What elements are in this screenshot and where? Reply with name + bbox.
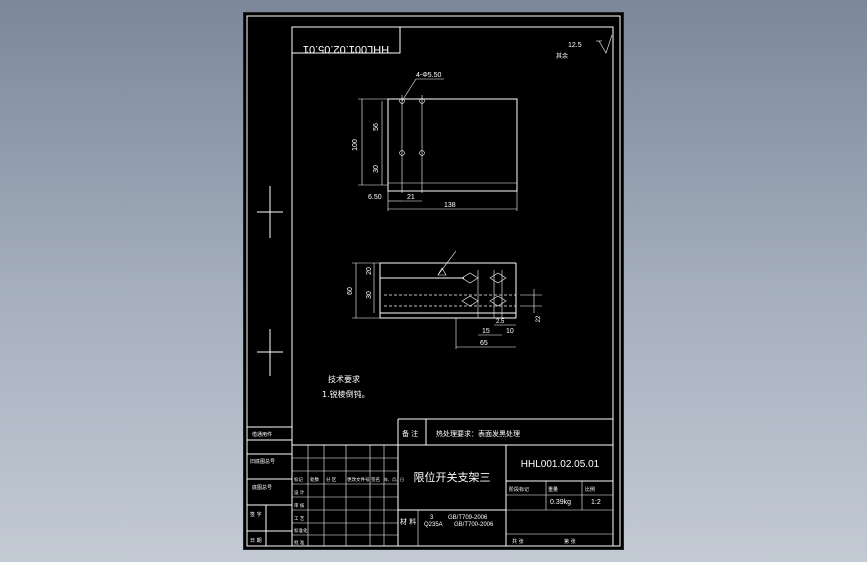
left-cell-2: 旧底图总号 — [250, 458, 275, 465]
dim-60: 60 — [347, 287, 354, 295]
dim-21: 21 — [407, 194, 415, 201]
front-view: 60 20 30 22 2.5 15 10 65 — [347, 250, 542, 349]
title-block: 借通用件 旧底图总号 底图总号 签 字 日 期 备 注 热处理要求：表面发黑处理… — [247, 418, 613, 546]
sheet-no: 第 张 — [564, 538, 576, 545]
grid-label-date: 年、月、日 — [384, 476, 404, 482]
scale-value: 1:2 — [591, 499, 601, 506]
left-cell-1: 借通用件 — [252, 431, 272, 438]
dim-65: 65 — [480, 340, 488, 347]
grid-label-approve: 批 准 — [294, 539, 305, 546]
dim-15: 15 — [482, 328, 490, 335]
material-std2: GB/T700-2006 — [454, 522, 494, 528]
inner-frame — [291, 26, 614, 547]
dim-10: 10 — [506, 328, 514, 335]
left-cell-3: 底图总号 — [252, 484, 272, 491]
left-cell-5: 日 期 — [250, 538, 262, 544]
dim-100: 100 — [352, 139, 359, 151]
dim-30: 30 — [373, 165, 380, 173]
grid-label-design: 设 计 — [294, 489, 305, 496]
part-name: 限位开关支架三 — [414, 470, 491, 484]
roughness-symbol: 12.5 其余 — [556, 34, 613, 60]
weight-value: 0.39kg — [550, 499, 571, 506]
remark-label: 备 注 — [402, 429, 418, 438]
dim-2-5: 2.5 — [496, 319, 505, 325]
material-qty: 3 — [430, 515, 434, 521]
left-cell-4: 签 字 — [250, 511, 262, 518]
dim-56: 56 — [373, 123, 380, 131]
code-mirrored: HHL001.02.05.01 — [303, 43, 389, 55]
grid-label-std: 标准化 — [294, 527, 308, 534]
sheet-total: 共 张 — [512, 538, 524, 545]
grid-label-sign: 签名 — [371, 476, 380, 483]
center-mark-2 — [257, 329, 283, 376]
grid-label-zone: 分 区 — [326, 476, 337, 483]
grid-label-review: 审 核 — [294, 502, 305, 509]
stage-label: 阶段标记 — [509, 486, 529, 493]
roughness-note: 其余 — [556, 52, 568, 60]
drawing-code: HHL001.02.05.01 — [521, 459, 600, 470]
grid-label-process: 工 艺 — [294, 516, 305, 522]
remark-value: 热处理要求：表面发黑处理 — [436, 429, 520, 438]
code-box — [291, 26, 401, 54]
weight-label: 重量 — [548, 486, 558, 493]
center-mark-1 — [257, 186, 283, 238]
cad-drawing: HHL001.02.05.01 12.5 其余 4-Φ5.50 100 56 — [246, 15, 621, 547]
grid-label-mark: 标记 — [294, 476, 303, 483]
notes-title: 技术要求 — [328, 374, 360, 384]
grid-label-change: 更改文件号 — [347, 476, 370, 483]
dim-20: 20 — [366, 267, 373, 275]
scale-label: 比例 — [585, 486, 595, 493]
roughness-value: 12.5 — [568, 42, 582, 49]
dim-138: 138 — [444, 202, 456, 209]
notes-line: 1.锐棱倒钝。 — [322, 389, 370, 399]
dim-6-50: 6.50 — [368, 194, 382, 201]
grid-label-count: 处数 — [310, 476, 319, 483]
top-view: 4-Φ5.50 100 56 30 6.50 21 138 — [352, 72, 518, 211]
drawing-sheet: HHL001.02.05.01 12.5 其余 4-Φ5.50 100 56 — [244, 13, 623, 549]
dim-30b: 30 — [366, 291, 373, 299]
dim-22: 22 — [536, 315, 542, 322]
material-std1: GB/T709-2006 — [448, 515, 488, 521]
material-label: 材 料 — [400, 517, 416, 526]
hole-callout: 4-Φ5.50 — [416, 72, 442, 79]
material-grade: Q235A — [424, 522, 443, 528]
